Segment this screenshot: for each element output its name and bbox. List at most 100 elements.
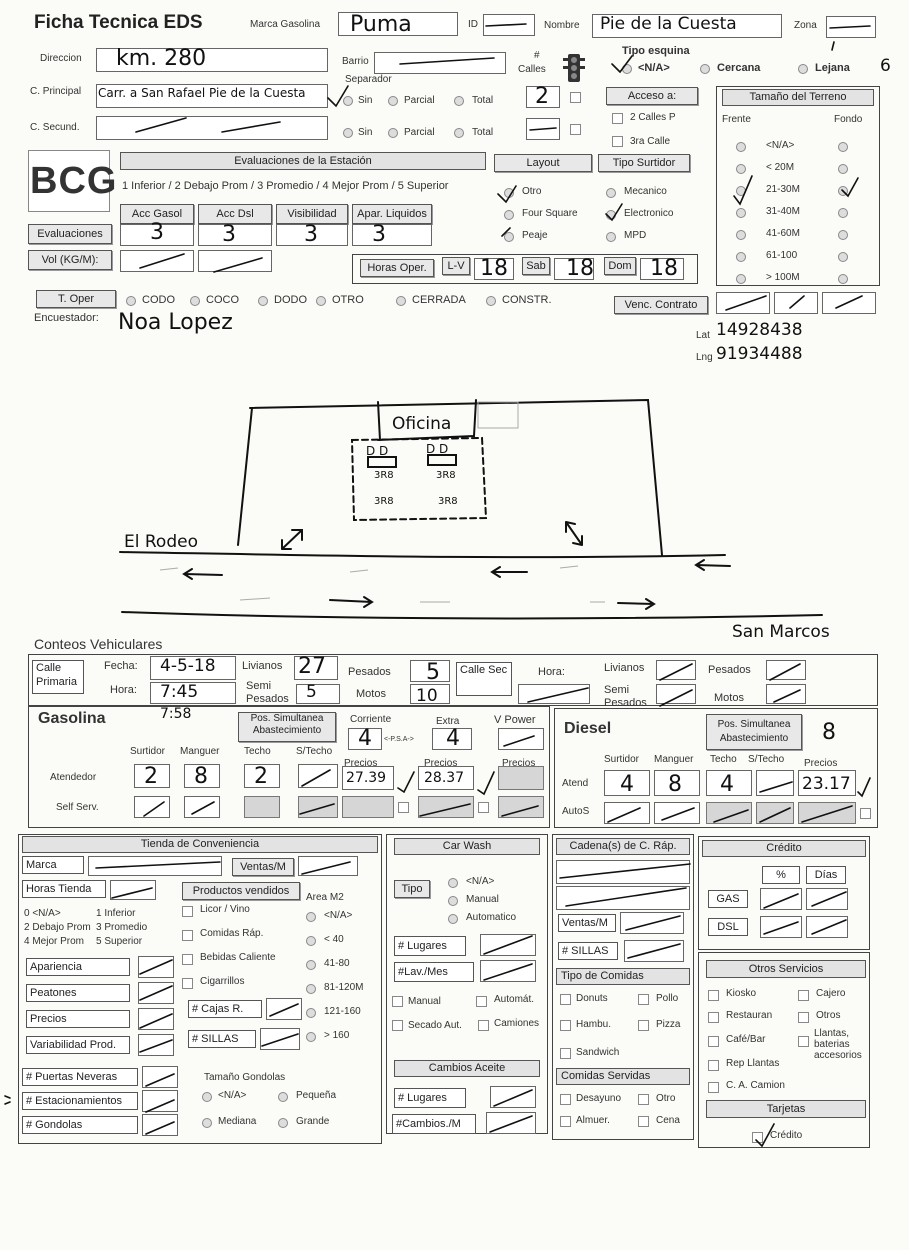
- gas-atend-techo-field[interactable]: [244, 764, 280, 788]
- t-oper-button[interactable]: T. Oper: [36, 290, 116, 308]
- dsl-precio-field[interactable]: [798, 770, 856, 796]
- ca-camion-checkbox[interactable]: [708, 1082, 719, 1093]
- llantas-checkbox[interactable]: [798, 1036, 809, 1047]
- dom-field[interactable]: [640, 258, 684, 280]
- t-oper-radio-5[interactable]: [486, 296, 496, 306]
- extra-field[interactable]: [432, 728, 472, 750]
- count-field-0[interactable]: [142, 1066, 178, 1088]
- terreno-frente-radio-0[interactable]: [736, 142, 746, 152]
- t-oper-radio-2[interactable]: [258, 296, 268, 306]
- sab-field[interactable]: [554, 258, 594, 280]
- carwash-manual-radio[interactable]: [448, 896, 458, 906]
- gas-atend-manguer-field[interactable]: [184, 764, 220, 788]
- barrio-field[interactable]: [374, 52, 506, 74]
- evaluaciones-button[interactable]: Evaluaciones: [28, 224, 112, 244]
- dsl-atend-techo-field[interactable]: [706, 770, 752, 796]
- marca-field[interactable]: [338, 12, 458, 36]
- surtidor-mpd-radio[interactable]: [606, 232, 616, 242]
- hora-sec-field[interactable]: [518, 684, 590, 704]
- fecha-field[interactable]: [150, 656, 236, 680]
- sandwich-checkbox[interactable]: [560, 1048, 571, 1059]
- dsl-atend-manguer-field[interactable]: [654, 770, 700, 796]
- terreno-frente-radio-6[interactable]: [736, 274, 746, 284]
- apar-liquidos-button[interactable]: Apar. Liquidos: [352, 204, 432, 224]
- desayuno-checkbox[interactable]: [560, 1094, 571, 1105]
- pesados-field[interactable]: [410, 660, 450, 682]
- secund-checkbox[interactable]: [570, 124, 581, 135]
- dsl-autos-stecho-field[interactable]: [756, 802, 794, 824]
- cajero-checkbox[interactable]: [798, 990, 809, 1001]
- pesados-sec-field[interactable]: [766, 660, 806, 680]
- gas-self-techo-field[interactable]: [244, 796, 280, 818]
- dsl-autos-check[interactable]: [860, 808, 871, 819]
- semi-sec-field[interactable]: [656, 684, 696, 704]
- kiosko-checkbox[interactable]: [708, 990, 719, 1001]
- dsl-atend-surtidor-field[interactable]: [604, 770, 650, 796]
- sep-secund-sin-radio[interactable]: [343, 128, 353, 138]
- gas-self-precio-1[interactable]: [342, 796, 394, 818]
- area-radio-2[interactable]: [306, 960, 316, 970]
- tienda-marca-field[interactable]: [88, 856, 222, 876]
- carwash-automat-checkbox[interactable]: [476, 996, 487, 1007]
- corriente-field[interactable]: [348, 728, 382, 750]
- pizza-checkbox[interactable]: [638, 1020, 649, 1031]
- rating-field-3[interactable]: [138, 1034, 174, 1056]
- hora-field[interactable]: [150, 682, 236, 704]
- precio-corriente-field[interactable]: [342, 766, 394, 790]
- count-field-2[interactable]: [142, 1114, 178, 1136]
- restauran-checkbox[interactable]: [708, 1012, 719, 1023]
- area-radio-1[interactable]: [306, 936, 316, 946]
- carwash-camiones-checkbox[interactable]: [478, 1020, 489, 1031]
- carwash-secado-checkbox[interactable]: [392, 1020, 403, 1031]
- terreno-fondo-radio-4[interactable]: [838, 230, 848, 240]
- terreno-fondo-radio-3[interactable]: [838, 208, 848, 218]
- gondola-grande-radio[interactable]: [278, 1118, 288, 1128]
- eval-acc-gasol-field[interactable]: [120, 224, 194, 246]
- precio-extra-field[interactable]: [418, 766, 474, 790]
- terreno-frente-radio-5[interactable]: [736, 252, 746, 262]
- nombre-field[interactable]: [592, 14, 782, 38]
- vol-button[interactable]: Vol (KG/M):: [28, 250, 112, 270]
- esquina-lejana-radio[interactable]: [798, 64, 808, 74]
- carwash-manual-checkbox[interactable]: [392, 996, 403, 1007]
- precio-vpower-field[interactable]: [498, 766, 544, 790]
- t-oper-radio-3[interactable]: [316, 296, 326, 306]
- gas-atend-surtidor-field[interactable]: [134, 764, 170, 788]
- layout-four-square-radio[interactable]: [504, 210, 514, 220]
- eval-acc-dsl-field[interactable]: [198, 224, 272, 246]
- motos-field[interactable]: [410, 684, 450, 704]
- t-oper-radio-4[interactable]: [396, 296, 406, 306]
- terreno-fondo-radio-0[interactable]: [838, 142, 848, 152]
- producto-checkbox-2[interactable]: [182, 954, 193, 965]
- producto-checkbox-0[interactable]: [182, 906, 193, 917]
- acceso-button[interactable]: Acceso a:: [606, 87, 698, 105]
- count-field-1[interactable]: [142, 1090, 178, 1112]
- sep-principal-sin-radio[interactable]: [343, 96, 353, 106]
- gas-self-check-2[interactable]: [478, 802, 489, 813]
- carwash-tipo-button[interactable]: Tipo: [394, 880, 430, 898]
- motos-sec-field[interactable]: [766, 684, 806, 704]
- cafe-bar-checkbox[interactable]: [708, 1036, 719, 1047]
- carwash-auto-radio[interactable]: [448, 914, 458, 924]
- t-oper-radio-1[interactable]: [190, 296, 200, 306]
- donuts-checkbox[interactable]: [560, 994, 571, 1005]
- productos-vendidos-button[interactable]: Productos vendidos: [182, 882, 300, 900]
- venc-contrato-button[interactable]: Venc. Contrato: [614, 296, 708, 314]
- sep-principal-parcial-radio[interactable]: [388, 96, 398, 106]
- gasolina-pos-sim-button[interactable]: Pos. Simultanea Abastecimiento: [238, 712, 336, 742]
- acceso-2calles-checkbox[interactable]: [612, 113, 623, 124]
- producto-checkbox-1[interactable]: [182, 930, 193, 941]
- gondola-mediana-radio[interactable]: [202, 1118, 212, 1128]
- lv-field[interactable]: [474, 258, 514, 280]
- tienda-sillas-field[interactable]: [260, 1028, 300, 1050]
- esquina-cercana-radio[interactable]: [700, 64, 710, 74]
- vol-field-1[interactable]: [120, 250, 194, 272]
- livianos-field[interactable]: [294, 656, 338, 680]
- horas-oper-button[interactable]: Horas Oper.: [360, 259, 434, 277]
- carwash-na-radio[interactable]: [448, 878, 458, 888]
- gondola-na-radio[interactable]: [202, 1092, 212, 1102]
- acceso-3ra-checkbox[interactable]: [612, 136, 623, 147]
- otro-checkbox[interactable]: [638, 1094, 649, 1105]
- gas-self-stecho-field[interactable]: [298, 796, 338, 818]
- cena-checkbox[interactable]: [638, 1116, 649, 1127]
